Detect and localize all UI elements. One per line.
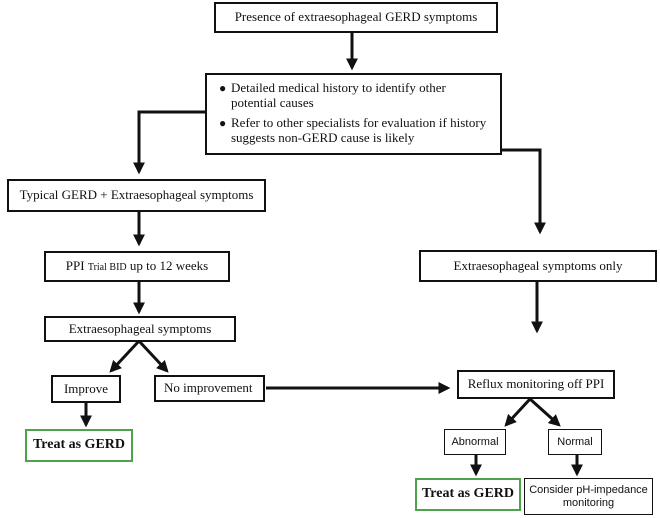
- typical-box: Typical GERD + Extraesophageal symptoms: [7, 179, 266, 212]
- treat-gerd-right-label: Treat as GERD: [421, 486, 515, 502]
- improve-box: Improve: [51, 375, 121, 403]
- treat-gerd-right-box: Treat as GERD: [415, 478, 521, 511]
- arrow-history-to-extra-only: [500, 148, 546, 235]
- typical-label: Typical GERD + Extraesophageal symptoms: [19, 187, 254, 203]
- history-bullet-1: ● Detailed medical history to identify o…: [219, 80, 492, 110]
- ppi-prefix: PPI: [65, 258, 88, 274]
- extra-only-label: Extraesophageal symptoms only: [453, 257, 623, 273]
- arrow-extra-symptoms-to-improve: [109, 339, 141, 373]
- ppi-label: PPI Trial BID up to 12 weeks: [65, 258, 209, 274]
- presence-label: Presence of extraesophageal GERD symptom…: [234, 9, 478, 25]
- reflux-box: Reflux monitoring off PPI: [457, 370, 615, 399]
- abnormal-label: Abnormal: [451, 435, 499, 448]
- arrow-reflux-to-abnormal: [504, 397, 532, 427]
- improve-label: Improve: [63, 380, 109, 396]
- ppi-box: PPI Trial BID up to 12 weeks: [44, 251, 230, 282]
- treat-gerd-left-label: Treat as GERD: [32, 437, 126, 453]
- abnormal-box: Abnormal: [444, 429, 506, 455]
- normal-label: Normal: [557, 435, 593, 448]
- arrow-reflux-to-normal: [528, 397, 561, 427]
- extra-symptoms-box: Extraesophageal symptoms: [44, 316, 236, 342]
- consider-box: Consider pH-impedance monitoring: [524, 478, 653, 515]
- reflux-label: Reflux monitoring off PPI: [467, 376, 605, 392]
- history-bullet-text: Detailed medical history to identify oth…: [231, 80, 446, 110]
- arrow-history-to-typical: [133, 110, 208, 175]
- normal-box: Normal: [548, 429, 602, 455]
- extra-only-box: Extraesophageal symptoms only: [419, 250, 657, 282]
- bullet-dot-icon: ●: [219, 116, 227, 131]
- history-box: ● Detailed medical history to identify o…: [205, 73, 502, 155]
- no-improvement-box: No improvement: [154, 375, 265, 402]
- history-bullet-text: Refer to other specialists for evaluatio…: [231, 115, 487, 145]
- no-improvement-label: No improvement: [164, 380, 253, 396]
- treat-gerd-left-box: Treat as GERD: [25, 429, 133, 462]
- history-bullet-2: ● Refer to other specialists for evaluat…: [219, 115, 492, 145]
- extra-symptoms-label: Extraesophageal symptoms: [68, 320, 212, 336]
- arrow-extra-symptoms-to-no-improvement: [137, 339, 169, 373]
- consider-label: Consider pH-impedance monitoring: [529, 483, 648, 509]
- bullet-dot-icon: ●: [219, 81, 227, 95]
- presence-box: Presence of extraesophageal GERD symptom…: [214, 2, 498, 33]
- ppi-suffix: up to 12 weeks: [126, 258, 209, 274]
- ppi-trial-bid: Trial BID: [87, 262, 127, 274]
